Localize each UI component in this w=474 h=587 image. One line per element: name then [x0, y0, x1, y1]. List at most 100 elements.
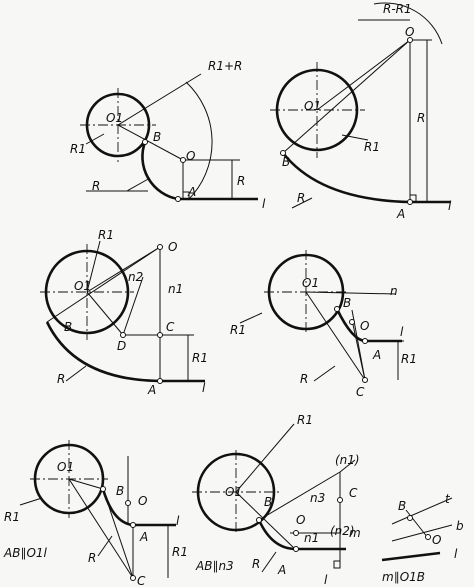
line-o1-c	[305, 291, 366, 381]
point-b	[407, 515, 413, 521]
label-r: R	[297, 191, 305, 205]
label-r1: R1	[70, 142, 86, 156]
label-r1: R1	[364, 140, 380, 154]
label-c: C	[349, 486, 358, 500]
label-o: O	[360, 319, 369, 333]
label-l: l	[324, 573, 328, 587]
label-b: B	[153, 130, 161, 144]
point-o	[407, 37, 413, 43]
label-r1-dim: R1	[401, 352, 417, 366]
arc-r1-plus-r	[185, 81, 213, 201]
line-o1-c	[68, 478, 134, 579]
label-r1-dim: R1	[192, 351, 208, 365]
line-c-up	[351, 319, 366, 381]
label-n3: n3	[310, 491, 325, 505]
label-o1: O1	[302, 276, 319, 290]
line-o1-o	[117, 124, 184, 161]
leader-r1	[86, 240, 101, 293]
label-l: l	[262, 197, 266, 211]
point-a	[157, 378, 163, 384]
label-o: O	[405, 25, 414, 39]
line-o1-a	[235, 491, 296, 550]
leader-r	[261, 551, 277, 573]
leader-r1	[85, 133, 105, 145]
label-n: n	[390, 284, 398, 298]
line-o-b	[46, 246, 161, 323]
leader-r1	[341, 134, 369, 141]
caption: m∥O1B	[382, 570, 425, 584]
point-b	[334, 306, 340, 312]
label-c: C	[356, 385, 365, 399]
arc-r-minus-r1	[373, 2, 443, 45]
point-o	[180, 157, 186, 163]
label-a: A	[147, 383, 156, 397]
point-c	[337, 497, 343, 503]
label-n1-paren: (n1)	[335, 453, 360, 467]
label-b: B	[398, 499, 406, 513]
fillet-arc	[257, 519, 297, 551]
line-t	[391, 497, 453, 525]
label-r-minus-r1: R-R1	[383, 2, 412, 16]
line-n2	[258, 471, 341, 521]
label-r-dim: R	[237, 174, 245, 188]
panel-4: O1 B O A l C n R1 R R1	[230, 250, 417, 399]
label-r: R	[252, 557, 260, 571]
point-c	[157, 332, 163, 338]
panel-2: O1 B O A l R1 R R R-R1	[270, 2, 452, 221]
label-o1: O1	[106, 111, 123, 125]
label-o: O	[296, 513, 305, 527]
leader-r	[65, 365, 87, 382]
label-n2-paren: (n2)	[330, 524, 355, 538]
label-o: O	[138, 494, 147, 508]
line-n1-ext	[339, 459, 356, 473]
label-l: l	[202, 381, 206, 395]
label-b: B	[343, 296, 351, 310]
line-n	[305, 291, 397, 295]
line-m	[405, 509, 429, 539]
label-r: R	[92, 179, 100, 193]
point-o	[425, 534, 431, 540]
label-o: O	[186, 149, 195, 163]
point-a	[362, 338, 368, 344]
fillet-arc	[281, 152, 411, 204]
label-b: B	[282, 155, 290, 169]
label-b: B	[64, 320, 72, 334]
panel-6: O1 B O A l C m R1 R n1 (n1) n3 (n2) AB∥n…	[192, 413, 361, 587]
point-d	[120, 332, 126, 338]
label-d: D	[117, 339, 126, 353]
point-b	[280, 150, 286, 156]
label-l: l	[454, 547, 458, 561]
right-angle-mark	[182, 191, 190, 200]
fillet-arc	[101, 488, 134, 527]
leader-r1	[19, 497, 43, 506]
label-r1: R1	[297, 413, 313, 427]
label-o: O	[432, 533, 441, 547]
line-l	[381, 551, 441, 562]
leader-r1	[235, 423, 295, 493]
label-r: R	[300, 372, 308, 386]
label-l: l	[176, 514, 180, 528]
label-r: R	[88, 551, 96, 565]
point-o	[293, 530, 299, 536]
label-r1-plus-r: R1+R	[208, 59, 242, 73]
point-b	[100, 486, 106, 492]
fillet-arc	[141, 141, 179, 201]
label-n1: n1	[168, 282, 183, 296]
label-a: A	[139, 530, 148, 544]
right-angle-mark	[333, 560, 341, 569]
panel-5: O1 B O A l C R1 R R1 AB∥O1l	[3, 440, 188, 587]
label-t: t	[445, 492, 451, 506]
leader-r	[291, 197, 313, 209]
panel-1: O1 B O A l R1 R R R1+R	[70, 59, 266, 211]
label-n1: n1	[304, 531, 319, 545]
leader-r1	[239, 312, 263, 324]
point-o	[349, 319, 355, 325]
label-r-dim: R	[417, 111, 425, 125]
line-o1-b	[68, 478, 104, 490]
label-b2: b	[456, 519, 464, 533]
label-o1: O1	[304, 99, 321, 113]
label-n2: n2	[128, 270, 143, 284]
leader-r	[313, 365, 336, 382]
